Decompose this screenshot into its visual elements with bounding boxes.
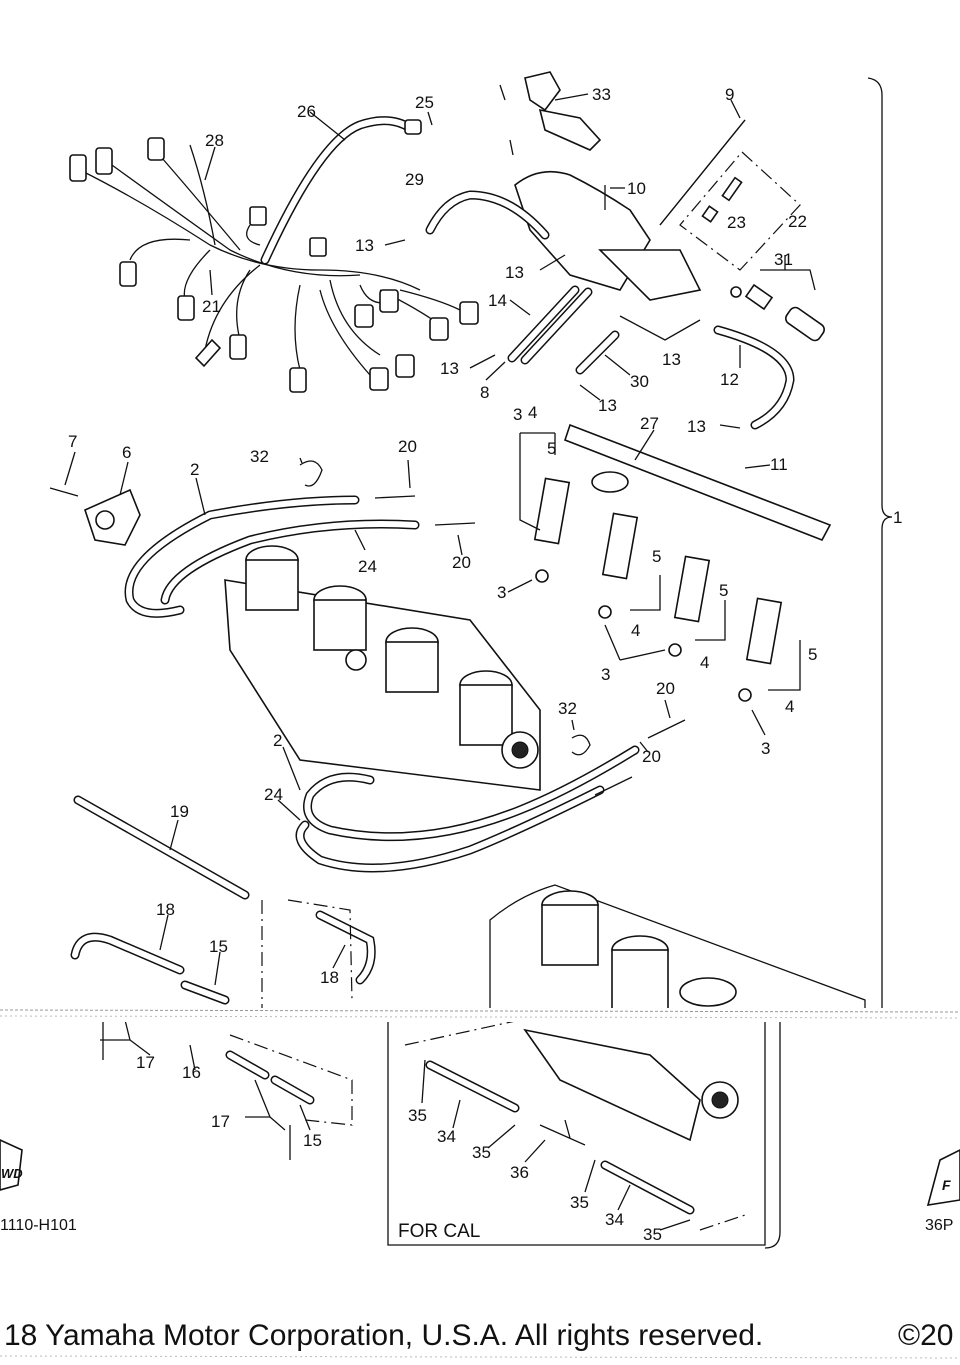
callout-4: 4	[785, 697, 794, 716]
callout-34: 34	[437, 1127, 456, 1146]
callout-5: 5	[547, 439, 556, 458]
callout-15: 15	[209, 937, 228, 956]
lower-pipes	[70, 795, 376, 1160]
callout-13: 13	[662, 350, 681, 369]
callout-13: 13	[687, 417, 706, 436]
callout-4: 4	[700, 653, 709, 672]
callout-32: 32	[558, 699, 577, 718]
fuel-rail	[533, 423, 832, 702]
footer-copyright: 18 Yamaha Motor Corporation, U.S.A. All …	[4, 1319, 763, 1352]
callout-labels: 1 2 2 3 3 3 3 4 4 4 4 5 5 5 5 6 7 8 9 10…	[68, 85, 902, 1244]
callout-4: 4	[528, 403, 537, 422]
svg-text:F: F	[942, 1177, 951, 1193]
callout-20: 20	[642, 747, 661, 766]
leader-lines	[64, 93, 816, 1231]
inset-label: FOR CAL	[398, 1221, 480, 1242]
callout-21: 21	[202, 297, 221, 316]
callout-4: 3	[513, 405, 522, 424]
callout-2: 2	[273, 731, 282, 750]
callout-22: 22	[788, 212, 807, 231]
callout-14: 14	[488, 291, 507, 310]
callout-3: 3	[761, 739, 770, 758]
diagram-code-right: 36P	[925, 1217, 953, 1234]
callout-20: 20	[398, 437, 417, 456]
callout-27: 27	[640, 414, 659, 433]
callout-28: 28	[205, 131, 224, 150]
callout-31: 31	[774, 250, 793, 269]
callout-24: 24	[358, 557, 377, 576]
callout-35: 35	[408, 1106, 427, 1125]
callout-20: 20	[452, 553, 471, 572]
callout-16: 16	[182, 1063, 201, 1082]
callout-34: 34	[605, 1210, 624, 1229]
callout-19: 19	[170, 802, 189, 821]
hose-26	[260, 116, 422, 265]
callout-8: 8	[480, 383, 489, 402]
callout-4: 4	[631, 621, 640, 640]
callout-6: 6	[122, 443, 131, 462]
callout-11: 11	[770, 455, 788, 474]
callout-1: 1	[893, 508, 902, 527]
callout-30: 30	[630, 372, 649, 391]
callout-5: 5	[652, 547, 661, 566]
callout-5: 5	[719, 581, 728, 600]
callout-13: 13	[355, 236, 374, 255]
callout-20: 20	[656, 679, 675, 698]
callout-24: 24	[264, 785, 283, 804]
callout-18: 18	[156, 900, 175, 919]
callout-32: 32	[250, 447, 269, 466]
assembly-bracket	[764, 77, 893, 1249]
callout-13: 13	[598, 396, 617, 415]
callout-9: 9	[725, 85, 734, 104]
callout-23: 23	[727, 213, 746, 232]
callout-35: 35	[570, 1193, 589, 1212]
wire-harness	[69, 137, 479, 393]
fwd-arrow-right-icon: F	[926, 1149, 960, 1206]
sensor-cluster	[499, 71, 825, 342]
callout-7: 7	[68, 432, 77, 451]
callout-3: 3	[497, 583, 506, 602]
fwd-arrow-left-icon: WD	[0, 1139, 23, 1191]
callout-35: 35	[472, 1143, 491, 1162]
callout-26: 26	[297, 102, 316, 121]
svg-text:WD: WD	[1, 1166, 23, 1181]
callout-36: 36	[510, 1163, 529, 1182]
callout-13: 13	[505, 263, 524, 282]
callout-3: 3	[601, 665, 610, 684]
throttle-sensor	[49, 487, 141, 546]
footer-copyright-right: ©20	[898, 1319, 953, 1352]
callout-18: 18	[320, 968, 339, 987]
callout-17: 17	[211, 1112, 230, 1131]
diagram-code-left: 1110-H101	[0, 1217, 77, 1234]
callout-29: 29	[405, 170, 424, 189]
callout-2: 2	[190, 460, 199, 479]
callout-5: 5	[808, 645, 817, 664]
callout-10: 10	[627, 179, 646, 198]
throttle-body	[224, 545, 541, 791]
callout-12: 12	[720, 370, 739, 389]
scan-artifact	[0, 1008, 960, 1359]
callout-25: 25	[415, 93, 434, 112]
small-hoses	[425, 190, 795, 430]
callout-35: 35	[643, 1225, 662, 1244]
bolts-clips	[299, 460, 686, 796]
callout-15: 15	[303, 1131, 322, 1150]
callout-13: 13	[440, 359, 459, 378]
inset-for-cal	[387, 884, 866, 1246]
callout-17: 17	[136, 1053, 155, 1072]
long-hoses	[124, 495, 640, 873]
callout-33: 33	[592, 85, 611, 104]
